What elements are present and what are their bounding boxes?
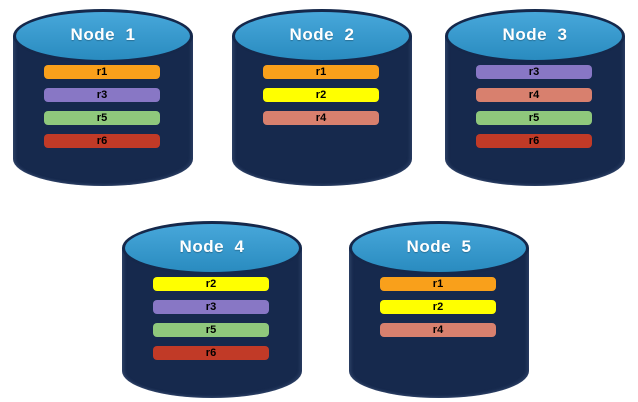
replica-bar: r5 [153, 323, 269, 337]
node-3: Node 3 r3 r4 r5 r6 [445, 6, 625, 186]
replica-bar: r4 [263, 111, 379, 125]
replica-bar: r4 [476, 88, 592, 102]
database-cylinder-top: Node 5 [349, 221, 529, 275]
replica-bar: r2 [263, 88, 379, 102]
replica-bar: r1 [263, 65, 379, 79]
replica-bar: r1 [380, 277, 496, 291]
replica-bar: r3 [153, 300, 269, 314]
replica-bar: r3 [476, 65, 592, 79]
replica-bar: r5 [44, 111, 160, 125]
node-2: Node 2 r1 r2 r4 [232, 6, 412, 186]
replica-list: r1 r3 r5 r6 [44, 65, 160, 148]
database-cylinder-top: Node 2 [232, 9, 412, 63]
database-cylinder-top: Node 1 [13, 9, 193, 63]
node-4: Node 4 r2 r3 r5 r6 [122, 218, 302, 398]
node-title: Node 1 [70, 25, 136, 44]
replica-bar: r6 [476, 134, 592, 148]
replica-bar: r2 [380, 300, 496, 314]
database-cylinder-top: Node 3 [445, 9, 625, 63]
replica-bar: r4 [380, 323, 496, 337]
node-5: Node 5 r1 r2 r4 [349, 218, 529, 398]
replica-bar: r3 [44, 88, 160, 102]
replica-bar: r6 [44, 134, 160, 148]
replica-bar: r1 [44, 65, 160, 79]
replica-bar: r5 [476, 111, 592, 125]
replica-list: r2 r3 r5 r6 [153, 277, 269, 360]
replica-list: r1 r2 r4 [263, 65, 379, 125]
replica-bar: r6 [153, 346, 269, 360]
replica-list: r1 r2 r4 [380, 277, 496, 337]
node-title: Node 4 [179, 237, 245, 256]
node-1: Node 1 r1 r3 r5 r6 [13, 6, 193, 186]
node-title: Node 5 [406, 237, 472, 256]
replica-list: r3 r4 r5 r6 [476, 65, 592, 148]
node-title: Node 2 [289, 25, 355, 44]
replica-bar: r2 [153, 277, 269, 291]
database-cylinder-top: Node 4 [122, 221, 302, 275]
node-title: Node 3 [502, 25, 568, 44]
